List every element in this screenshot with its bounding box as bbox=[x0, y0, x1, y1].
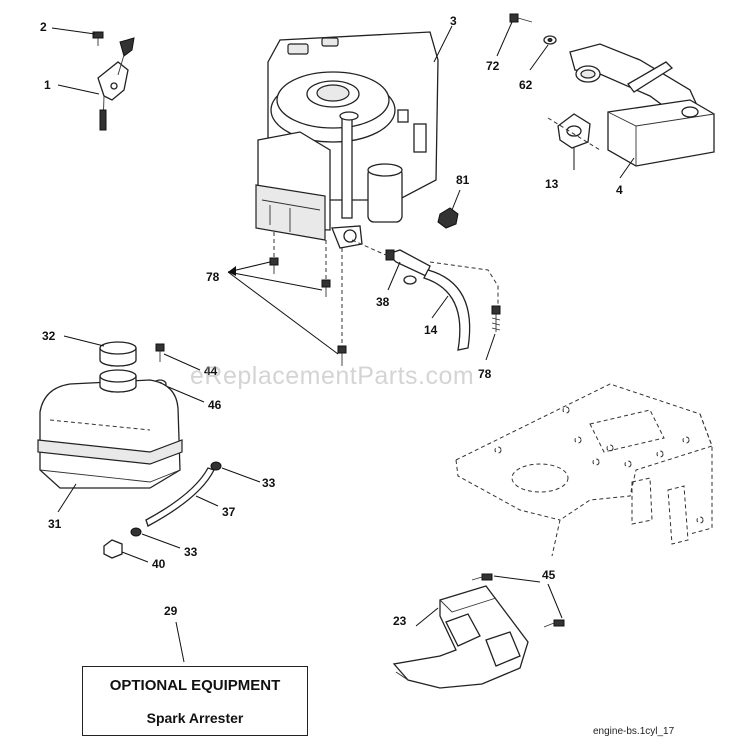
fuel-line-part-37[interactable] bbox=[145, 467, 215, 527]
leader-line bbox=[221, 467, 261, 483]
leader-line bbox=[163, 353, 201, 371]
callout-46: 46 bbox=[208, 398, 222, 412]
drain-hose-part-14[interactable] bbox=[423, 269, 471, 351]
guide-line bbox=[547, 117, 601, 151]
callout-4: 4 bbox=[616, 183, 623, 197]
fuel-cap-part[interactable] bbox=[99, 341, 137, 367]
throttle-control-part[interactable] bbox=[97, 37, 135, 131]
leader-line bbox=[63, 335, 105, 347]
callout-81: 81 bbox=[456, 173, 470, 187]
callout-62: 62 bbox=[519, 78, 533, 92]
callout-32: 32 bbox=[42, 329, 56, 343]
bolt-part-78d[interactable] bbox=[491, 305, 501, 332]
callout-29: 29 bbox=[164, 604, 178, 618]
optional-equipment-subtitle: Spark Arrester bbox=[146, 710, 244, 726]
leader-line bbox=[165, 385, 205, 403]
frame-reference bbox=[455, 383, 713, 557]
callout-72: 72 bbox=[486, 59, 500, 73]
screw-part-45-lower[interactable] bbox=[543, 619, 565, 628]
fitting-part-40[interactable] bbox=[103, 539, 123, 559]
optional-equipment-box: OPTIONAL EQUIPMENT Spark Arrester bbox=[82, 666, 308, 736]
diagram-reference: engine-bs.1cyl_17 bbox=[593, 726, 675, 737]
leader-line bbox=[57, 483, 77, 513]
callout-2: 2 bbox=[40, 20, 47, 34]
bolt-part-44[interactable] bbox=[155, 343, 165, 362]
leader-line bbox=[451, 189, 461, 211]
callout-40: 40 bbox=[152, 557, 166, 571]
muffler-part[interactable] bbox=[569, 43, 715, 167]
callout-31: 31 bbox=[48, 517, 62, 531]
leader-line bbox=[415, 607, 439, 627]
callout-13: 13 bbox=[545, 177, 559, 191]
leader-line bbox=[227, 271, 339, 355]
screw-part-2[interactable] bbox=[92, 31, 104, 46]
leader-line bbox=[433, 25, 453, 63]
callout-38: 38 bbox=[376, 295, 390, 309]
leader-line bbox=[485, 333, 496, 361]
leader-line bbox=[175, 621, 185, 663]
nut-part-81[interactable] bbox=[437, 207, 459, 229]
bolt-part-78a[interactable] bbox=[269, 257, 279, 274]
guide-line bbox=[429, 261, 499, 310]
optional-equipment-title: OPTIONAL EQUIPMENT bbox=[109, 677, 281, 694]
clamp-part-33-lower[interactable] bbox=[130, 527, 142, 537]
spark-arrester-part[interactable] bbox=[392, 585, 529, 689]
leader-line bbox=[121, 551, 149, 563]
callout-23: 23 bbox=[393, 614, 407, 628]
callout-45: 45 bbox=[542, 568, 556, 582]
washer-part-62[interactable] bbox=[543, 35, 557, 45]
arrow-head bbox=[228, 266, 236, 276]
bolt-part-78c[interactable] bbox=[337, 345, 347, 366]
callout-14: 14 bbox=[424, 323, 438, 337]
leader-line bbox=[496, 21, 513, 57]
leader-line bbox=[141, 533, 181, 549]
callout-33-lower: 33 bbox=[184, 545, 198, 559]
callout-1: 1 bbox=[44, 78, 51, 92]
leader-line bbox=[57, 84, 100, 95]
callout-78-frame: 78 bbox=[478, 367, 492, 381]
leader-line bbox=[493, 575, 541, 583]
fuel-tank-part[interactable] bbox=[37, 369, 183, 489]
callout-3: 3 bbox=[450, 14, 457, 28]
screw-part-45-upper[interactable] bbox=[471, 573, 493, 581]
watermark: eReplacementParts.com bbox=[190, 362, 475, 390]
leader-line bbox=[387, 261, 401, 291]
callout-44: 44 bbox=[204, 364, 218, 378]
leader-line bbox=[529, 44, 549, 71]
callout-78-engine: 78 bbox=[206, 270, 220, 284]
leader-line bbox=[195, 495, 219, 507]
leader-line bbox=[431, 295, 449, 319]
bolt-part-78b[interactable] bbox=[321, 279, 331, 297]
leader-line bbox=[547, 583, 563, 619]
callout-33-upper: 33 bbox=[262, 476, 276, 490]
gasket-part-13[interactable] bbox=[557, 113, 591, 149]
leader-line bbox=[227, 271, 323, 291]
engine-part[interactable] bbox=[255, 31, 439, 249]
leader-line bbox=[619, 157, 635, 179]
bolt-part-72[interactable] bbox=[509, 13, 533, 23]
leader-line bbox=[51, 27, 96, 35]
callout-37: 37 bbox=[222, 505, 236, 519]
clamp-part-33-upper[interactable] bbox=[210, 461, 222, 471]
